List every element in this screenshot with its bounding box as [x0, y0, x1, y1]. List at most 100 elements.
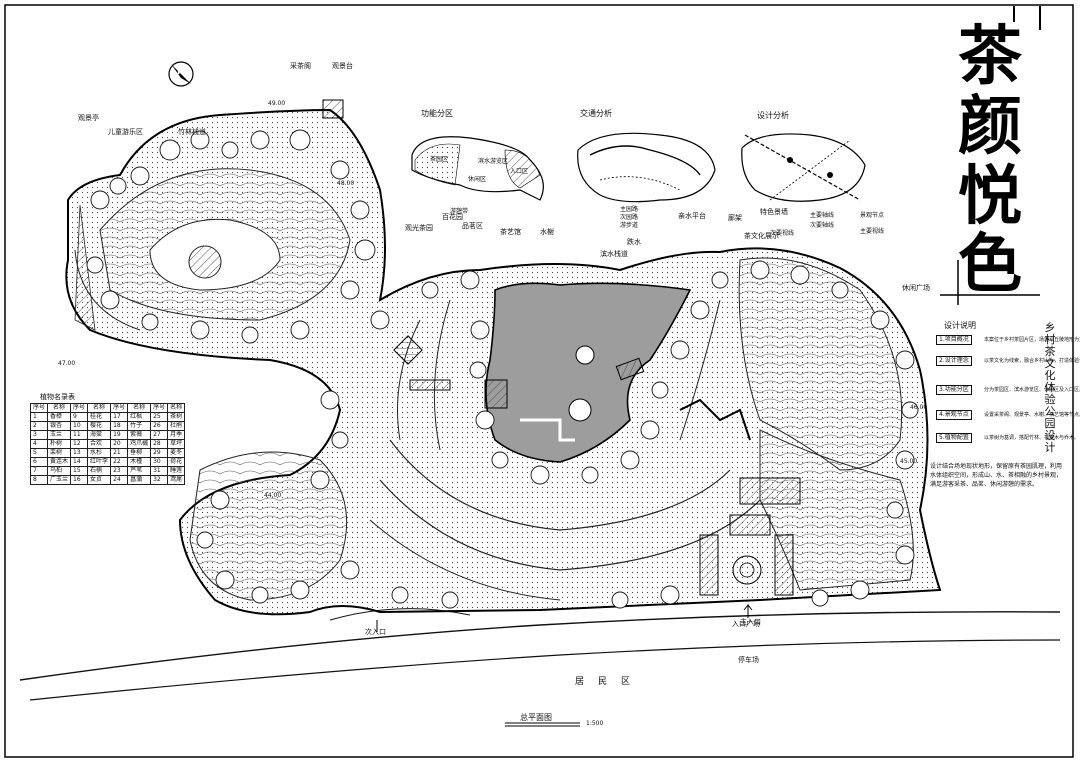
landmark-label: 廊架: [728, 214, 742, 222]
table-cell: 2: [29, 421, 49, 431]
table-cell: 荷花: [167, 457, 186, 467]
table-cell: 10: [70, 421, 89, 431]
elevation-mark: 45.00: [900, 458, 918, 465]
landmark-label: 观光茶园: [405, 224, 433, 232]
tree-canopies: [86, 129, 919, 609]
landmark-label: 水榭: [540, 228, 554, 236]
table-cell: 8: [29, 475, 49, 485]
subtitle-vertical: 乡村茶文化体验公园设计: [1044, 321, 1056, 454]
table-cell: 樱花: [87, 421, 112, 431]
north-label: N: [177, 67, 185, 77]
elevation-mark: 48.00: [337, 180, 355, 187]
elevation-mark: 49.00: [268, 100, 286, 107]
design-legend-item: 景观节点: [860, 212, 885, 219]
table-cell: 红叶李: [87, 457, 112, 467]
table-cell: 29: [150, 448, 169, 458]
table-cell: 15: [70, 466, 89, 476]
title-char-1: 茶: [958, 19, 1022, 94]
table-cell: 14: [70, 457, 89, 467]
table-cell: 鸢尾: [167, 475, 186, 485]
table-cell: 9: [70, 412, 89, 422]
table-cell: 1: [29, 412, 49, 422]
plant-table-title: 植物名录表: [40, 393, 75, 401]
table-cell: 17: [110, 412, 129, 422]
function-legend: 游憩带: [450, 208, 469, 215]
table-cell: 朴树: [47, 439, 72, 449]
landmark-label: 滨水栈道: [600, 250, 628, 258]
landmark-label: 休闲广场: [902, 284, 930, 292]
landmark-label: 观景台: [332, 62, 353, 70]
table-cell: 5: [29, 448, 49, 458]
parking-label: 停车场: [738, 656, 759, 664]
table-cell: 16: [70, 475, 89, 485]
table-cell: 女贞: [87, 475, 112, 485]
sheet-border: [4, 4, 1074, 758]
table-header: 名称: [87, 403, 112, 413]
explanation-text: 分为茶园区、滨水游览区、休闲区及入口区。: [984, 387, 1080, 393]
elevation-mark: 47.00: [58, 360, 76, 367]
table-cell: 栾树: [47, 448, 72, 458]
table-cell: 石楠: [87, 466, 112, 476]
explanation-text: 以茶文化为线索，融合乡村山水，打造体验公园。: [984, 358, 1080, 364]
function-diagram: [411, 136, 544, 201]
table-header: 名称: [47, 403, 72, 413]
explanation-title: 设计说明: [944, 321, 976, 330]
explanation-label: 1.项目概况: [936, 335, 972, 345]
table-cell: 香樟: [47, 412, 72, 422]
traffic-diagram: [577, 132, 716, 203]
traffic-legend-item: 次园路: [620, 214, 639, 221]
landmark-label: 观景亭: [78, 114, 99, 122]
title-char-4: 色: [958, 227, 1022, 302]
table-cell: 20: [110, 439, 129, 449]
table-cell: 18: [110, 421, 129, 431]
explanation-paragraph: 设计结合场地现状地形，保留原有茶园肌理，利用水体组织空间，形成山、水、茶相融的乡…: [930, 463, 1063, 488]
traffic-legend-item: 游步道: [620, 222, 639, 229]
table-header: 名称: [167, 403, 186, 413]
table-cell: 4: [29, 439, 49, 449]
table-cell: 6: [29, 457, 49, 467]
table-cell: 乌桕: [47, 466, 72, 476]
design-legend-item: 主要视线: [860, 228, 885, 235]
hilltop-pavilion: [188, 245, 222, 279]
table-cell: 24: [110, 475, 129, 485]
landmark-label: 百花园: [442, 213, 463, 221]
table-header: 序号: [150, 403, 169, 413]
north-arrow-icon: [168, 61, 194, 87]
table-cell: 22: [110, 457, 129, 467]
landmark-label: 儿童游乐区: [108, 128, 143, 136]
landmark-label: 入口广场: [732, 620, 760, 628]
table-cell: 广玉兰: [47, 475, 72, 485]
table-cell: 海棠: [87, 430, 112, 440]
function-zone-label: 滨水游览区: [478, 158, 509, 165]
table-cell: 31: [150, 466, 169, 476]
secondary-entrance-label: 次入口: [365, 628, 386, 636]
table-cell: 芦苇: [127, 466, 152, 476]
table-cell: 19: [110, 430, 129, 440]
tea-house-building: [739, 477, 801, 505]
table-header: 名称: [127, 403, 152, 413]
table-cell: 垂柳: [127, 448, 152, 458]
scale-label: 1:500: [586, 720, 604, 727]
title-char-3: 悦: [958, 159, 1022, 234]
landmark-label: 竹林栈道: [178, 128, 206, 136]
road-edge-upper: [19, 611, 1061, 681]
table-cell: 13: [70, 448, 89, 458]
explanation-label: 3.功能分区: [936, 385, 972, 395]
table-cell: 30: [150, 457, 169, 467]
function-zone-label: 入口区: [510, 168, 529, 175]
table-cell: 茶树: [167, 412, 186, 422]
design-legend-item: 主要轴线: [810, 212, 835, 219]
table-cell: 鸡爪槭: [127, 439, 152, 449]
design-diagram: [741, 133, 866, 202]
landmark-label: 跌水: [627, 238, 641, 246]
design-legend-item: 次要视线: [770, 230, 795, 237]
table-cell: 木槿: [127, 457, 152, 467]
table-cell: 月季: [167, 430, 186, 440]
landmark-label: 品茗区: [462, 222, 483, 230]
traffic-legend-item: 主园路: [620, 206, 639, 213]
